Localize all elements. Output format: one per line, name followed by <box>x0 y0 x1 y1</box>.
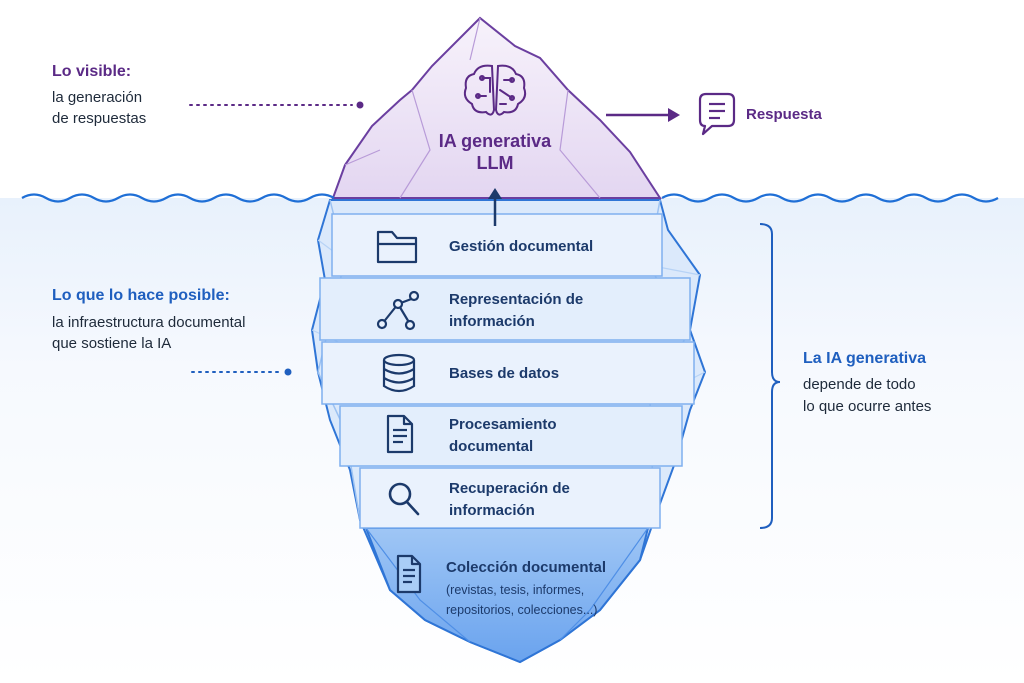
up-arrow-head <box>488 188 502 199</box>
right-bracket <box>759 223 781 529</box>
possible-line-1: la infraestructura documental <box>52 314 246 331</box>
network-graph-icon <box>376 290 420 331</box>
magnifier-icon <box>388 482 420 516</box>
layer-label: Recuperación de <box>449 480 570 497</box>
folder-icon <box>376 230 418 264</box>
layer-label: Gestión documental <box>449 238 594 255</box>
database-icon <box>382 353 416 393</box>
connector-dot <box>284 368 292 376</box>
peak-subtitle: LLM <box>476 153 514 173</box>
visible-line-1: la generación <box>52 89 143 106</box>
right-line-2: lo que ocurre antes <box>803 398 932 415</box>
possible-line-2: que sostiene la IA <box>52 335 172 352</box>
iceberg-base <box>364 527 650 664</box>
layer-label-line-2: documental <box>449 438 534 455</box>
documents-icon <box>396 554 422 594</box>
layer-label: Bases de datos <box>449 365 560 382</box>
brain-circuit-icon <box>463 64 527 116</box>
document-icon <box>386 414 414 454</box>
layer-band <box>319 277 691 341</box>
right-arrow-head <box>668 108 680 122</box>
visible-title: Lo visible: <box>52 63 132 80</box>
base-sub-1: (revistas, tesis, informes, <box>446 583 585 597</box>
layer-label-line-2: información <box>449 502 535 519</box>
peak-title: IA generativa <box>438 131 552 151</box>
chat-bubble-icon <box>698 92 736 136</box>
visible-line-2: de respuestas <box>52 110 147 127</box>
base-title: Colección documental <box>446 559 607 576</box>
water-line <box>21 193 999 203</box>
possible-title: Lo que lo hace posible: <box>52 287 230 304</box>
layer-label: Representación de <box>449 291 584 308</box>
ice-facet <box>365 527 649 643</box>
layer-label: Procesamiento <box>449 416 557 433</box>
right-line-1: depende de todo <box>803 376 916 393</box>
right-title: La IA generativa <box>803 350 927 367</box>
layer-label-line-2: información <box>449 313 535 330</box>
ice-facet <box>344 17 601 199</box>
output-label: Respuesta <box>746 106 822 123</box>
base-sub-2: repositorios, colecciones...) <box>446 603 598 617</box>
connector-dot <box>356 101 364 109</box>
